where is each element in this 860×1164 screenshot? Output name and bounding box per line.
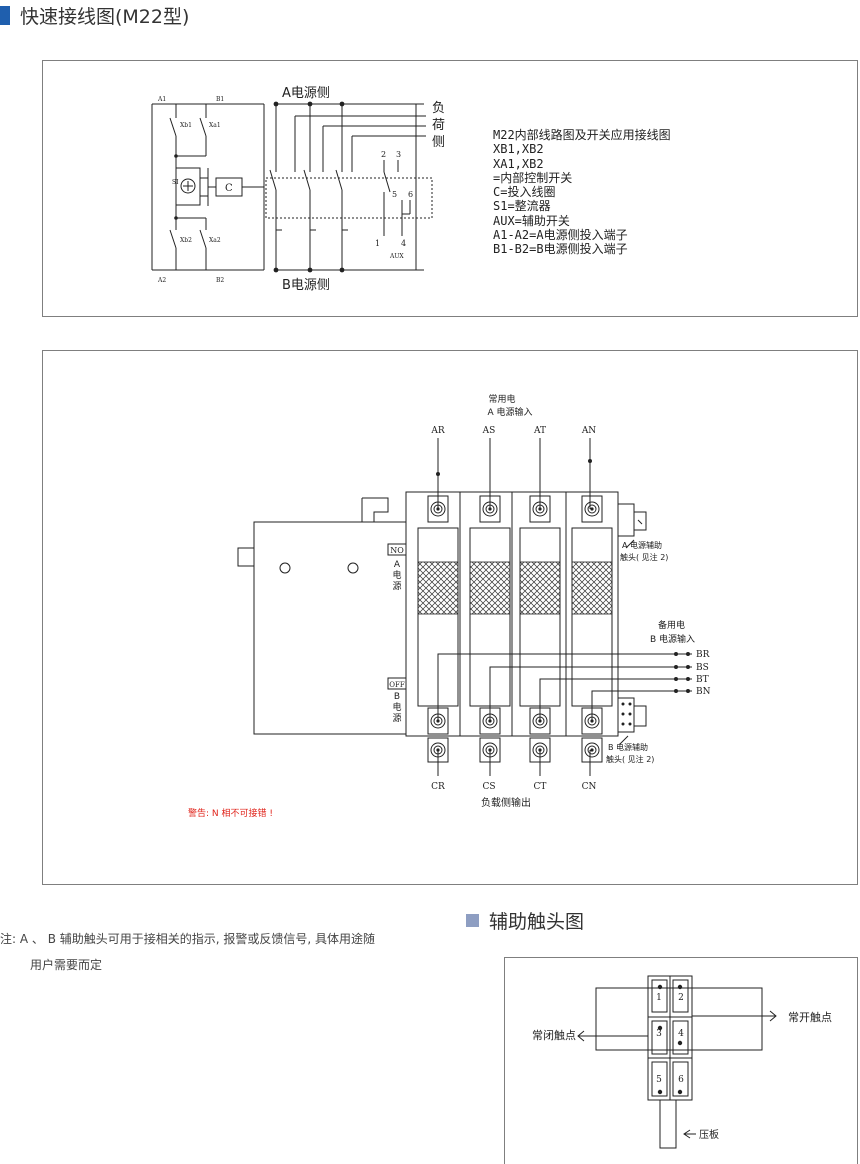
aux-label: AUX [389, 253, 404, 260]
terminal-ct-label: CT [534, 782, 547, 792]
aux-number-3: 3 [396, 150, 401, 159]
header-accent-square [466, 914, 479, 927]
no-label: NO [390, 546, 404, 555]
a-source-title-1: 常用电 [488, 393, 515, 405]
normally-open-label: 常开触点 [788, 1010, 832, 1024]
legend-line: =内部控制开关 [493, 170, 573, 185]
aux-a-label-1: A 电源辅助 [622, 540, 662, 550]
wiring-legend: M22内部线路图及开关应用接线图 XB1,XB2 XA1,XB2 =内部控制开关… [493, 128, 671, 257]
terminal-a2-label: A2 [157, 277, 166, 284]
off-label: OFF [389, 681, 405, 689]
page-title: 快速接线图(M22型) [20, 6, 190, 28]
contact-xa1-label: Xa1 [209, 122, 221, 129]
aux-number-1: 1 [375, 239, 380, 248]
contact-cell-6: 6 [678, 1075, 684, 1085]
b-source-title-2: B 电源输入 [650, 633, 695, 645]
contact-xb1-label: Xb1 [180, 122, 192, 129]
contact-cell-2: 2 [678, 993, 684, 1003]
b-source-title-1: 备用电 [658, 619, 685, 631]
aux-section-header: 辅助触头图 [466, 907, 584, 934]
normally-closed-label: 常闭触点 [532, 1028, 576, 1042]
contact-cell-1: 1 [656, 993, 662, 1003]
aux-section-title: 辅助触头图 [489, 911, 585, 933]
internal-wiring-panel [42, 60, 858, 317]
connection-panel [42, 350, 858, 885]
legend-line: AUX=辅助开关 [493, 213, 570, 228]
contact-cell-4: 4 [678, 1029, 684, 1039]
terminal-a1-label: A1 [157, 96, 166, 103]
aux-b-label-2: 触头( 见注 2) [606, 754, 654, 764]
a-side-char: A [394, 560, 401, 570]
note-line-2: 用户需要而定 [30, 958, 103, 972]
load-char-1: 负 [432, 101, 445, 116]
legend-line: M22内部线路图及开关应用接线图 [493, 128, 671, 142]
pressure-plate-label: 压板 [699, 1128, 719, 1141]
legend-line: XB1,XB2 [493, 142, 544, 157]
aux-number-4: 4 [401, 239, 406, 248]
warning-text: 警告: N 相不可接错 ! [188, 807, 273, 819]
side-b-label: B电源侧 [282, 278, 330, 293]
b-side-char: B [394, 692, 400, 702]
terminal-cr-label: CR [431, 782, 445, 792]
aux-number-2: 2 [381, 150, 386, 159]
load-char-3: 侧 [432, 135, 445, 150]
aux-contact-panel [504, 957, 858, 1164]
legend-line: B1-B2=B电源侧投入端子 [493, 242, 628, 257]
legend-line: A1-A2=A电源侧投入端子 [493, 228, 628, 243]
terminal-ar-label: AR [430, 426, 444, 436]
a-side-char: 源 [392, 581, 401, 592]
terminal-at-label: AT [533, 426, 546, 436]
rectifier-label: SI [172, 179, 179, 186]
a-source-title-2: A 电源输入 [487, 406, 532, 418]
contact-cell-3: 3 [656, 1029, 662, 1039]
aux-a-label-2: 触头( 见注 2) [620, 552, 668, 562]
contact-xa2-label: Xa2 [209, 237, 221, 244]
aux-number-6: 6 [408, 190, 413, 199]
main-section-header: 快速接线图(M22型) [0, 2, 189, 29]
b-side-char: 电 [392, 701, 401, 713]
terminal-an-label: AN [581, 426, 596, 436]
coil-label: C [225, 183, 233, 194]
header-accent-bar [0, 6, 10, 25]
terminal-cn-label: CN [582, 782, 597, 792]
legend-line: S1=整流器 [493, 199, 551, 214]
a-side-char: 电 [392, 569, 401, 581]
terminal-b2-label: B2 [216, 277, 224, 284]
side-a-label: A电源侧 [282, 86, 330, 101]
terminal-as-label: AS [482, 426, 496, 436]
aux-number-5: 5 [392, 190, 397, 199]
terminal-bn-label: BN [696, 687, 711, 697]
terminal-b1-label: B1 [216, 96, 224, 103]
terminal-cs-label: CS [482, 782, 495, 792]
aux-note: 注: A 、 B 辅助触头可用于接相关的指示, 报警或反馈信号, 具体用途随 用… [0, 926, 375, 978]
load-char-2: 荷 [432, 118, 445, 133]
terminal-bt-label: BT [696, 675, 709, 685]
legend-line: C=投入线圈 [493, 185, 556, 200]
terminal-bs-label: BS [696, 663, 709, 673]
contact-cell-5: 5 [656, 1075, 662, 1085]
legend-line: XA1,XB2 [493, 156, 544, 171]
aux-b-label-1: B 电源辅助 [608, 742, 648, 752]
load-output-label: 负载侧输出 [481, 796, 531, 809]
terminal-br-label: BR [696, 650, 710, 660]
contact-xb2-label: Xb2 [180, 237, 192, 244]
note-line-1: 注: A 、 B 辅助触头可用于接相关的指示, 报警或反馈信号, 具体用途随 [0, 932, 376, 946]
b-side-char: 源 [392, 713, 401, 724]
